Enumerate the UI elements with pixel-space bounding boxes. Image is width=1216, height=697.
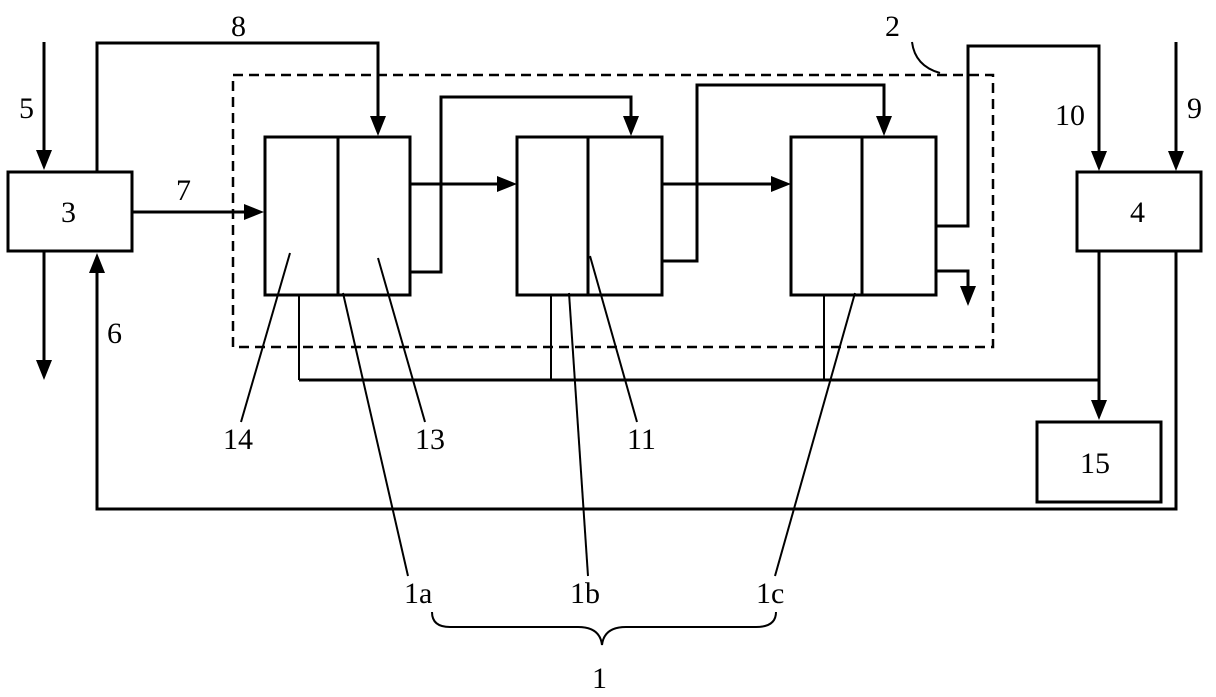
label-5: 5	[19, 92, 34, 125]
label-8: 8	[231, 10, 246, 43]
stream-out-1c	[936, 269, 976, 306]
label-10: 10	[1055, 99, 1085, 132]
label-1: 1	[592, 662, 607, 695]
stream-8	[95, 41, 386, 172]
drain-lines	[298, 295, 1099, 382]
label-15: 15	[1080, 447, 1110, 480]
box-15	[1035, 420, 1163, 504]
stream-1b-1c-top	[662, 83, 892, 263]
label-13: 13	[415, 423, 445, 456]
stream-4-15	[1091, 251, 1107, 420]
leader-lines	[240, 41, 941, 577]
label-1a: 1a	[404, 577, 432, 610]
label-3: 3	[61, 196, 76, 229]
unit-1c	[789, 135, 938, 297]
label-2: 2	[885, 10, 900, 43]
label-1c: 1c	[756, 577, 784, 610]
stream-1a-1b-top	[410, 95, 639, 274]
label-9: 9	[1187, 92, 1202, 125]
unit-1a	[263, 135, 412, 297]
box-4	[1075, 170, 1203, 253]
stream-1b-1c	[662, 176, 791, 192]
brace-1	[431, 611, 777, 646]
label-6: 6	[107, 317, 122, 350]
label-11: 11	[627, 423, 656, 456]
stream-1a-1b	[410, 176, 517, 192]
stream-10	[936, 44, 1107, 228]
label-1b: 1b	[570, 577, 600, 610]
stream-7	[132, 204, 264, 220]
stream-5	[36, 42, 52, 170]
stream-out-3	[36, 251, 52, 380]
stream-9	[1168, 42, 1184, 171]
label-4: 4	[1130, 196, 1145, 229]
label-7: 7	[176, 174, 191, 207]
stream-6	[89, 251, 1178, 511]
label-14: 14	[223, 423, 253, 456]
unit-1b	[515, 135, 664, 297]
